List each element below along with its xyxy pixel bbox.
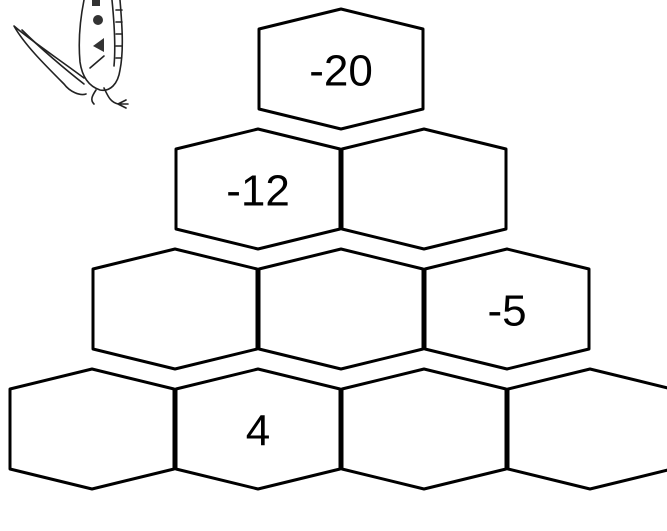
hex-value-r2-c1: -12 — [226, 167, 290, 216]
hex-value-r1-c1: -20 — [309, 47, 373, 96]
hex-cell-r3-c2 — [259, 249, 423, 369]
hex-cell-r4-c1 — [10, 369, 174, 489]
lizard-mascot-icon — [14, 0, 128, 108]
hex-grid: -20 -12 -5 4 — [10, 9, 667, 489]
hex-value-r4-c2: 4 — [246, 407, 270, 456]
hex-cell-r4-c3 — [342, 369, 506, 489]
hex-value-r3-c3: -5 — [487, 287, 526, 336]
hex-cell-r2-c2 — [342, 129, 506, 249]
hex-cell-r4-c4 — [508, 369, 667, 489]
hex-cell-r3-c1 — [93, 249, 257, 369]
